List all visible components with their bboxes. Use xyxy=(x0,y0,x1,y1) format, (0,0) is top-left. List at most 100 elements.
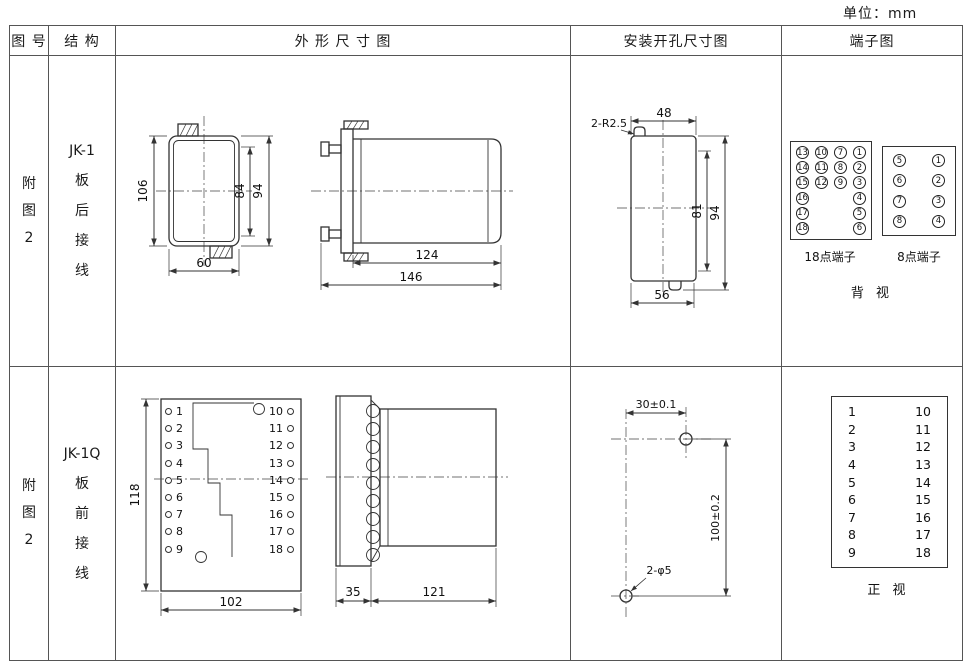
terminal-screw-icon xyxy=(165,511,172,519)
terminal-number: 18 xyxy=(915,545,931,560)
terminal-point: 7 xyxy=(893,194,906,208)
terminal-number: 8 xyxy=(848,527,856,543)
panel-cutout xyxy=(630,135,697,282)
terminal-number: 9 xyxy=(848,545,856,560)
fig-no-jk1q: 附 图 2 xyxy=(22,478,36,548)
terminal-row: 13 10 7 1 xyxy=(796,146,866,159)
terminal-point: 5 xyxy=(893,154,906,167)
terminal-row: 10 xyxy=(268,403,294,420)
terminal-number: 7 xyxy=(848,509,856,525)
terminal-plate-outline xyxy=(160,398,302,592)
terminal-screw-icon xyxy=(165,425,172,433)
fig-no-cell-jk1q: 附 图 2 xyxy=(10,367,49,660)
mounting-tab-bottom xyxy=(209,245,233,259)
terminal-point: 3 xyxy=(932,194,945,208)
install-cell-jk1q: 30±0.1 100±0.2 2-φ5 xyxy=(571,367,782,660)
terminal-row: 11 xyxy=(268,420,294,437)
terminal-number: 6 xyxy=(176,491,183,505)
terminal-number: 12 xyxy=(269,439,283,453)
terminal-box-8: 5 1 6 2 7 3 8 4 xyxy=(882,146,956,236)
terminal-number: 17 xyxy=(269,525,283,539)
terminal-point: 4 xyxy=(932,214,945,228)
terminal-point: 3 xyxy=(853,176,866,190)
terminal-screw-icon xyxy=(287,459,294,467)
terminal-screw-icon xyxy=(165,476,172,484)
install-drawing-jk1: 2-R2.5 48 81 94 56 xyxy=(591,106,729,308)
terminal-point: 6 xyxy=(853,221,866,235)
front-terminal-column-right: 10 11 12 13 14 15 16 xyxy=(268,403,294,558)
relay-front-outline xyxy=(168,135,240,247)
mounting-tab-top xyxy=(177,123,199,137)
terminal-row: 7 xyxy=(165,506,183,523)
terminal-grid-18: 13 10 7 1 14 11 8 2 15 12 9 3 xyxy=(796,146,866,235)
inner-step-contour xyxy=(192,402,254,557)
jk1q-front-view: 118 102 xyxy=(128,398,302,616)
terminal-row: 16 xyxy=(268,506,294,523)
terminal-screw-icon xyxy=(287,511,294,519)
terminal-point: 1 xyxy=(932,154,945,167)
terminal-number: 15 xyxy=(269,491,283,505)
terminal-pair-row: 7 16 xyxy=(848,510,931,525)
terminal-number: 3 xyxy=(176,439,183,453)
terminal-row: 1 xyxy=(165,403,183,420)
terminal-row: 9 xyxy=(165,541,183,558)
view-label-back: 背 视 xyxy=(850,286,894,301)
terminal-number: 7 xyxy=(176,508,183,522)
outline-cell-jk1q: 118 102 xyxy=(116,367,571,660)
terminal-point: 15 xyxy=(796,176,809,190)
terminal-number: 1 xyxy=(848,404,856,419)
mounting-hole-top xyxy=(679,432,693,446)
terminal-point: 8 xyxy=(893,214,906,228)
terminal-screw-icon xyxy=(287,528,294,536)
terminal-number: 12 xyxy=(915,439,931,455)
note-2-r2.5: 2-R2.5 xyxy=(591,117,627,130)
terminal-row: 17 5 xyxy=(796,206,866,220)
terminal-point: 7 xyxy=(834,146,847,159)
mounting-hole-bottom xyxy=(195,551,207,563)
terminal-pair-row: 8 17 xyxy=(848,527,931,542)
cutout-tab-top xyxy=(633,126,646,136)
terminal-row: 5 xyxy=(165,472,183,489)
terminal-point: 8 xyxy=(834,161,847,175)
header-outline: 外 形 尺 寸 图 xyxy=(116,26,571,56)
dim-48: 48 xyxy=(656,106,671,120)
structure-jk1: JK-1 板 后 接 线 xyxy=(69,143,95,279)
terminal-row: 5 1 xyxy=(893,154,945,167)
terminal-row: 16 4 xyxy=(796,191,866,205)
terminal-pair-grid: 1 10 2 11 3 12 4 13 5 14 xyxy=(848,404,931,560)
terminal-pair-row: 3 12 xyxy=(848,439,931,454)
terminal-row: 18 xyxy=(268,541,294,558)
terminal-grid-8: 5 1 6 2 7 3 8 4 xyxy=(893,154,945,228)
terminal-row: 12 xyxy=(268,437,294,454)
label-18-point: 18点端子 xyxy=(804,250,856,264)
terminal-screw-icon xyxy=(165,528,172,536)
unit-label: 单位：mm xyxy=(843,6,918,22)
terminal-number: 11 xyxy=(269,422,283,436)
terminal-screw-head xyxy=(320,141,330,157)
terminal-number: 10 xyxy=(915,404,931,419)
mounting-hole-top xyxy=(253,403,265,415)
terminal-pair-row: 4 13 xyxy=(848,457,931,472)
terminal-block-side xyxy=(335,395,372,567)
terminal-number: 16 xyxy=(269,508,283,522)
terminal-number: 15 xyxy=(915,492,931,508)
terminal-screw-icon xyxy=(287,494,294,502)
terminal-screw-icon xyxy=(165,442,172,450)
dim-146: 146 xyxy=(400,270,423,284)
terminal-point: 2 xyxy=(932,174,945,188)
note-2-phi5: 2-φ5 xyxy=(646,564,671,577)
structure-cell-jk1q: JK-1Q 板 前 接 线 xyxy=(49,367,116,660)
terminal-number: 9 xyxy=(176,542,183,556)
terminal-box-jk1q: 1 10 2 11 3 12 4 13 5 14 xyxy=(831,396,948,568)
terminal-number: 13 xyxy=(269,456,283,470)
terminal-point: 12 xyxy=(815,176,828,190)
terminal-point: 18 xyxy=(796,221,809,235)
terminal-row: 15 xyxy=(268,489,294,506)
dim-56: 56 xyxy=(654,288,669,302)
structure-cell-jk1: JK-1 板 后 接 线 xyxy=(49,56,116,367)
terminal-row: 18 6 xyxy=(796,221,866,235)
terminal-number: 5 xyxy=(848,474,856,490)
terminal-number: 13 xyxy=(915,456,931,472)
view-label-front: 正 视 xyxy=(867,583,910,598)
fig-no-cell-jk1: 附 图 2 xyxy=(10,56,49,367)
